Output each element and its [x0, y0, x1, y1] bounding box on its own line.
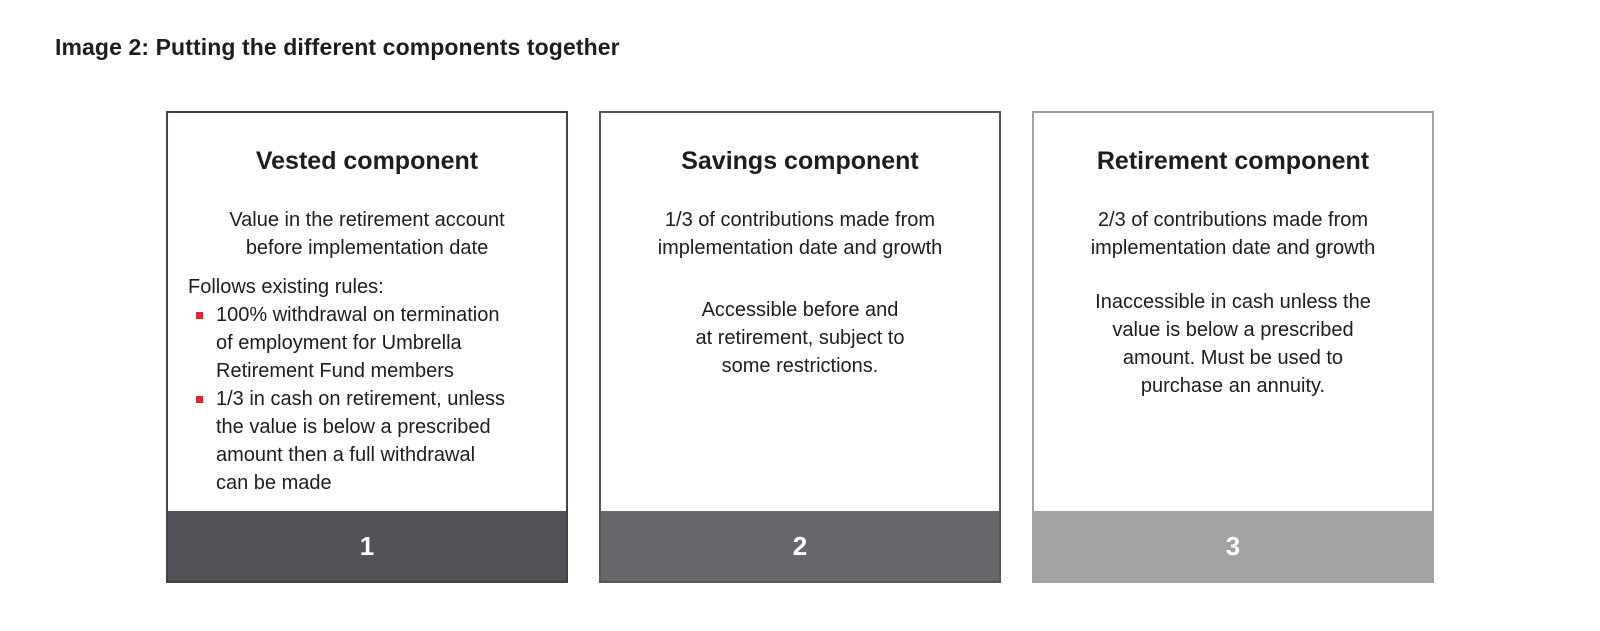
- rules-heading: Follows existing rules:: [188, 276, 384, 298]
- card-title: Savings component: [681, 147, 919, 175]
- card-body: Vested component Value in the retirement…: [168, 113, 566, 511]
- card-number-footer: 3: [1034, 511, 1432, 581]
- red-square-bullet-icon: [196, 396, 203, 403]
- card-body-text: Accessible before and at retirement, sub…: [695, 299, 905, 377]
- card-number: 1: [359, 530, 375, 561]
- card-savings-component: Savings component 1/3 of contributions m…: [599, 111, 1001, 583]
- components-row: Vested component Value in the retirement…: [166, 111, 1600, 583]
- bullet-text: 100% withdrawal on termination of employ…: [216, 304, 500, 382]
- card-retirement-component: Retirement component 2/3 of contribution…: [1032, 111, 1434, 583]
- card-number-footer: 1: [168, 511, 566, 581]
- card-body: Retirement component 2/3 of contribution…: [1034, 113, 1432, 511]
- card-body: Savings component 1/3 of contributions m…: [601, 113, 999, 511]
- bullet-item: 100% withdrawal on termination of employ…: [188, 301, 546, 385]
- card-number: 2: [792, 530, 808, 561]
- card-number-footer: 2: [601, 511, 999, 581]
- card-body-text: Inaccessible in cash unless the value is…: [1095, 291, 1371, 397]
- card-title: Vested component: [255, 147, 479, 175]
- card-intro-text: 2/3 of contributions made from implement…: [1090, 209, 1376, 259]
- bullet-text: 1/3 in cash on retirement, unless the va…: [216, 388, 506, 494]
- card-intro-text: 1/3 of contributions made from implement…: [657, 209, 943, 259]
- red-square-bullet-icon: [196, 312, 203, 319]
- card-number: 3: [1225, 530, 1241, 561]
- card-title: Retirement component: [1096, 147, 1370, 175]
- card-intro-text: Value in the retirement account before i…: [229, 209, 505, 259]
- figure-caption: Image 2: Putting the different component…: [55, 34, 620, 60]
- card-vested-component: Vested component Value in the retirement…: [166, 111, 568, 583]
- bullet-item: 1/3 in cash on retirement, unless the va…: [188, 385, 546, 497]
